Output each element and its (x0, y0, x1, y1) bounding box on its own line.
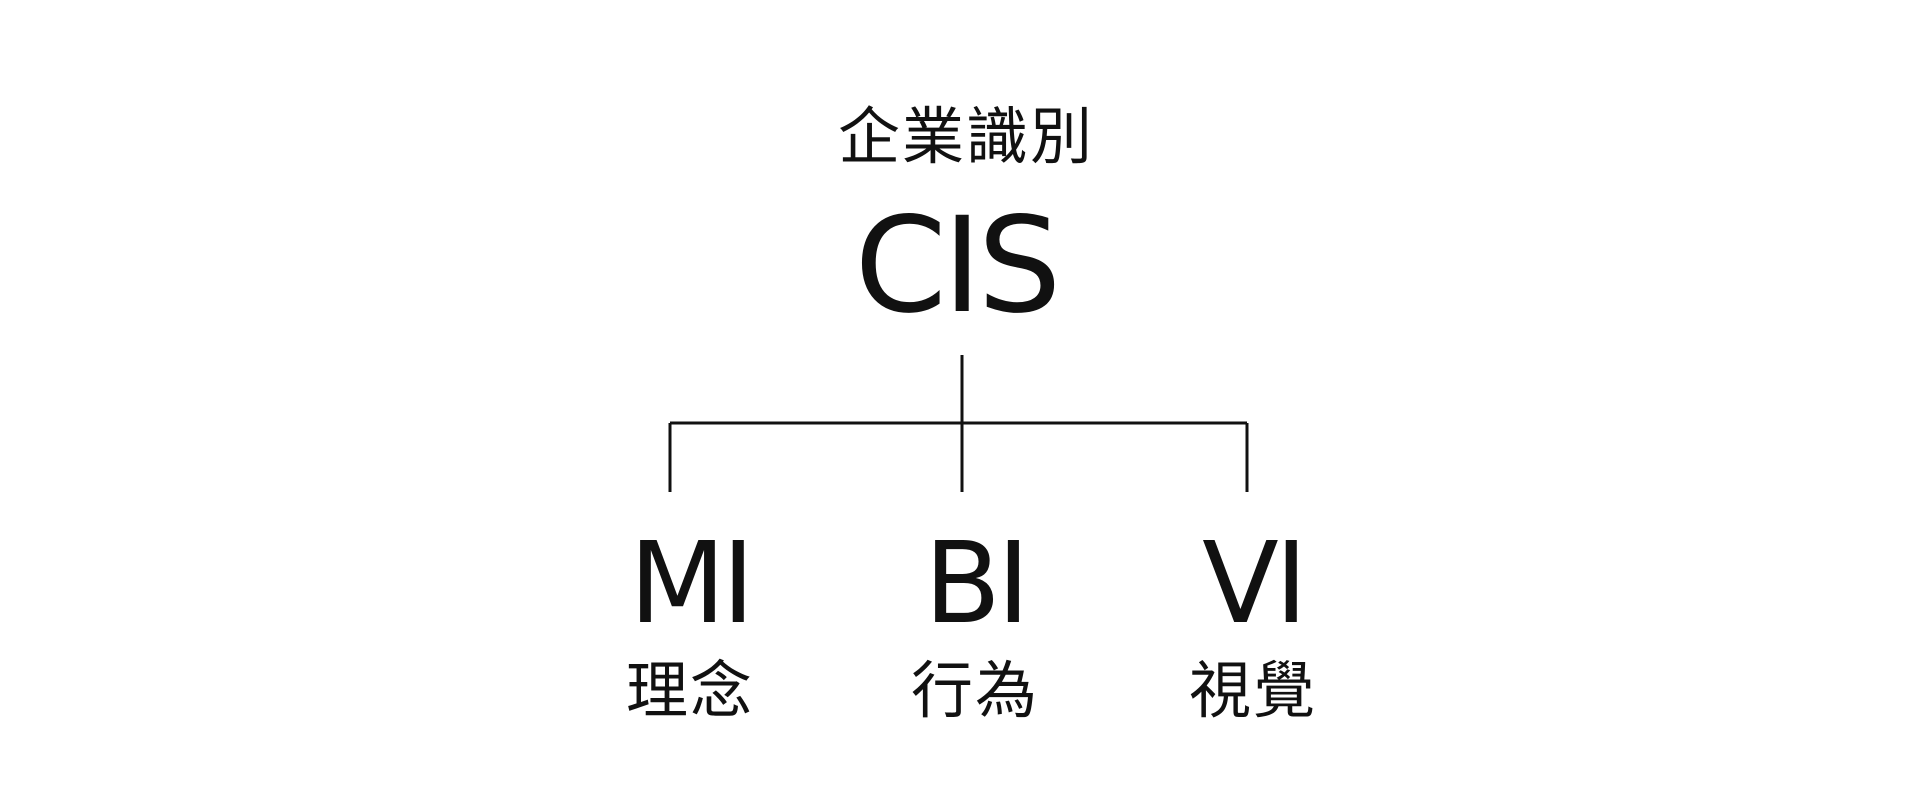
branch-label-mi: 理念 (625, 654, 754, 727)
branch-label-bi: 行為 (910, 654, 1039, 727)
branch-mi: MI 理念 (540, 528, 840, 722)
branch-code-vi: VI (1202, 519, 1308, 649)
branch-code-mi: MI (629, 519, 755, 649)
branch-code-bi: BI (924, 519, 1030, 649)
branch-vi: VI 視覺 (1103, 528, 1403, 722)
root-subtitle: 企業識別 (837, 100, 1094, 173)
root-title: CIS (854, 189, 1062, 343)
branch-bi: BI 行為 (825, 528, 1125, 722)
branch-label-vi: 視覺 (1188, 654, 1317, 727)
